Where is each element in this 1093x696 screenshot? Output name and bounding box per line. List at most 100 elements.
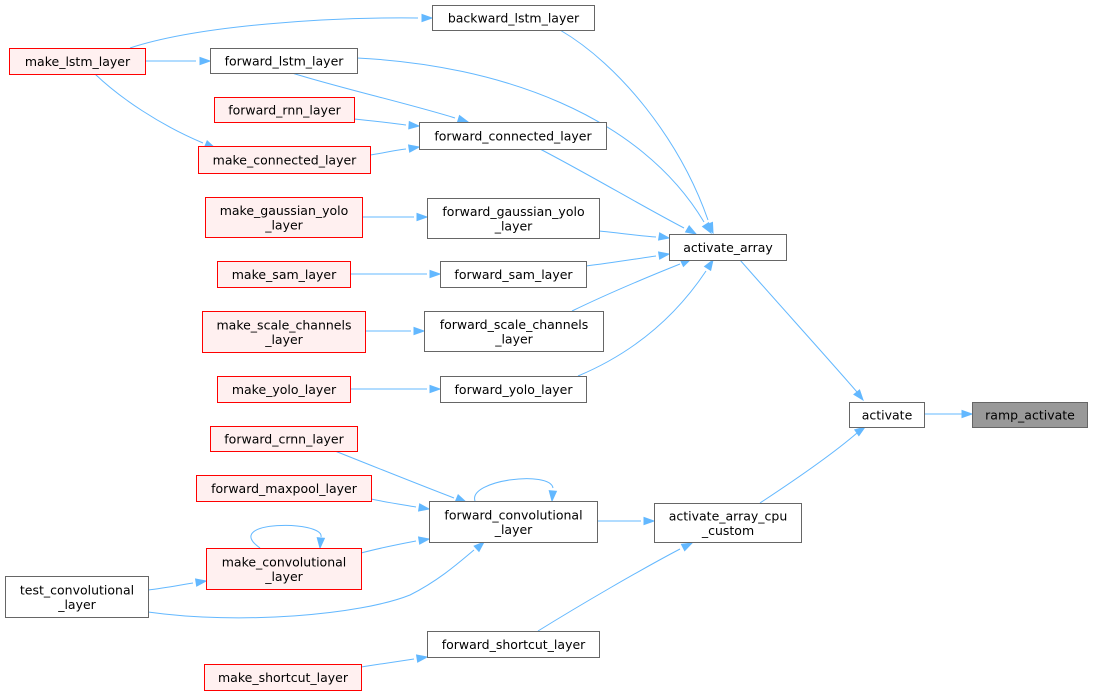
node-forward_sam_layer[interactable]: forward_sam_layer xyxy=(440,261,587,288)
arrow-head-icon xyxy=(853,426,867,437)
node-forward_connected_layer[interactable]: forward_connected_layer xyxy=(419,122,607,150)
node-forward_yolo_layer[interactable]: forward_yolo_layer xyxy=(440,376,587,403)
node-label: ramp_activate xyxy=(985,408,1075,423)
node-label: forward_scale_channels xyxy=(440,317,589,332)
node-box[interactable] xyxy=(429,501,598,543)
node-forward_gaussian_yolo_layer[interactable]: forward_gaussian_yolo_layer xyxy=(427,198,600,239)
node-box[interactable] xyxy=(202,311,366,353)
node-box[interactable] xyxy=(419,122,607,150)
node-label: activate xyxy=(862,408,913,423)
node-label: _layer xyxy=(494,522,533,537)
arrow-head-icon xyxy=(413,326,426,336)
node-box[interactable] xyxy=(217,376,351,403)
node-forward_crnn_layer[interactable]: forward_crnn_layer xyxy=(210,426,358,452)
node-label: forward_crnn_layer xyxy=(224,432,344,447)
node-activate_array_cpu_custom[interactable]: activate_array_cpu_custom xyxy=(654,503,802,543)
arrow-head-icon xyxy=(680,542,694,552)
arrow-head-icon xyxy=(429,384,442,394)
node-box[interactable] xyxy=(206,548,362,590)
node-label: make_lstm_layer xyxy=(25,54,131,69)
node-make_sam_layer[interactable]: make_sam_layer xyxy=(217,261,351,288)
arrow-head-icon xyxy=(316,537,326,550)
edge-make_lstm_layer-to-forward_lstm_layer xyxy=(145,56,212,66)
node-label: _layer xyxy=(264,217,303,232)
node-label: make_yolo_layer xyxy=(232,382,337,397)
node-forward_lstm_layer[interactable]: forward_lstm_layer xyxy=(210,48,358,74)
arrow-head-icon xyxy=(853,389,864,402)
node-forward_maxpool_layer[interactable]: forward_maxpool_layer xyxy=(196,475,372,502)
edge-line xyxy=(129,17,419,49)
edge-line xyxy=(370,498,417,508)
node-box[interactable] xyxy=(972,402,1088,428)
node-forward_rnn_layer[interactable]: forward_rnn_layer xyxy=(214,97,355,123)
node-box[interactable] xyxy=(198,146,371,174)
node-ramp_activate[interactable]: ramp_activate xyxy=(972,402,1088,428)
node-box[interactable] xyxy=(424,311,604,352)
arrow-head-icon xyxy=(643,516,656,526)
node-box[interactable] xyxy=(214,97,355,123)
node-label: _layer xyxy=(494,331,533,346)
node-make_lstm_layer[interactable]: make_lstm_layer xyxy=(9,48,146,75)
edge-make_gaussian_yolo_layer-to-forward_gaussian_yolo_layer xyxy=(362,212,429,222)
node-make_convolutional_layer[interactable]: make_convolutional_layer xyxy=(206,548,362,590)
edge-activate_array-to-activate xyxy=(739,259,864,402)
node-make_gaussian_yolo_layer[interactable]: make_gaussian_yolo_layer xyxy=(205,197,363,238)
node-forward_convolutional_layer[interactable]: forward_convolutional_layer xyxy=(429,501,598,543)
edge-make_convolutional_layer-to-make_convolutional_layer xyxy=(250,524,326,550)
edge-line xyxy=(539,148,685,229)
node-label: activate_array_cpu xyxy=(669,508,788,523)
node-make_connected_layer[interactable]: make_connected_layer xyxy=(198,146,371,174)
node-activate_array[interactable]: activate_array xyxy=(669,234,787,261)
arrow-head-icon xyxy=(473,541,486,553)
edge-line xyxy=(334,450,455,499)
node-backward_lstm_layer[interactable]: backward_lstm_layer xyxy=(432,5,595,31)
edge-line xyxy=(147,582,194,591)
arrow-head-icon xyxy=(701,221,712,235)
arrow-head-icon xyxy=(657,251,671,260)
node-label: forward_convolutional xyxy=(444,507,582,522)
node-test_convolutional_layer[interactable]: test_convolutional_layer xyxy=(5,576,149,618)
edge-make_convolutional_layer-to-forward_convolutional_layer xyxy=(360,536,431,554)
node-forward_scale_channels_layer[interactable]: forward_scale_channels_layer xyxy=(424,311,604,352)
node-forward_shortcut_layer[interactable]: forward_shortcut_layer xyxy=(427,631,600,658)
node-box[interactable] xyxy=(669,234,787,261)
arrow-head-icon xyxy=(421,13,434,23)
node-label: forward_yolo_layer xyxy=(455,382,574,397)
node-box[interactable] xyxy=(5,576,149,618)
edge-make_lstm_layer-to-backward_lstm_layer xyxy=(129,13,434,49)
arrow-head-icon xyxy=(194,578,208,587)
node-box[interactable] xyxy=(654,503,802,543)
node-box[interactable] xyxy=(217,261,351,288)
node-box[interactable] xyxy=(849,402,925,428)
edge-line xyxy=(759,432,858,504)
arrow-head-icon xyxy=(417,536,431,545)
node-make_shortcut_layer[interactable]: make_shortcut_layer xyxy=(204,664,362,691)
node-box[interactable] xyxy=(9,48,146,75)
node-box[interactable] xyxy=(427,631,600,658)
node-activate[interactable]: activate xyxy=(849,402,925,428)
edge-make_sam_layer-to-forward_sam_layer xyxy=(350,269,442,279)
node-make_scale_channels_layer[interactable]: make_scale_channels_layer xyxy=(202,311,366,353)
node-label: _layer xyxy=(57,597,96,612)
node-label: test_convolutional xyxy=(20,582,134,597)
nodes-layer: ramp_activate activate activate_arrayactiv… xyxy=(5,5,1088,691)
node-label: _layer xyxy=(494,218,533,233)
edge-line xyxy=(360,658,415,668)
node-make_yolo_layer[interactable]: make_yolo_layer xyxy=(217,376,351,403)
edge-line xyxy=(739,259,858,393)
node-box[interactable] xyxy=(210,426,358,452)
edge-line xyxy=(94,73,204,144)
arrow-head-icon xyxy=(408,120,421,130)
node-box[interactable] xyxy=(205,197,363,238)
node-box[interactable] xyxy=(427,198,600,239)
edge-activate_array_cpu_custom-to-activate xyxy=(759,426,867,504)
edge-forward_yolo_layer-to-activate_array xyxy=(577,258,714,377)
node-label: make_gaussian_yolo xyxy=(220,203,349,218)
node-box[interactable] xyxy=(432,5,595,31)
node-box[interactable] xyxy=(196,475,372,502)
node-box[interactable] xyxy=(204,664,362,691)
node-box[interactable] xyxy=(440,261,587,288)
node-box[interactable] xyxy=(440,376,587,403)
node-box[interactable] xyxy=(210,48,358,74)
